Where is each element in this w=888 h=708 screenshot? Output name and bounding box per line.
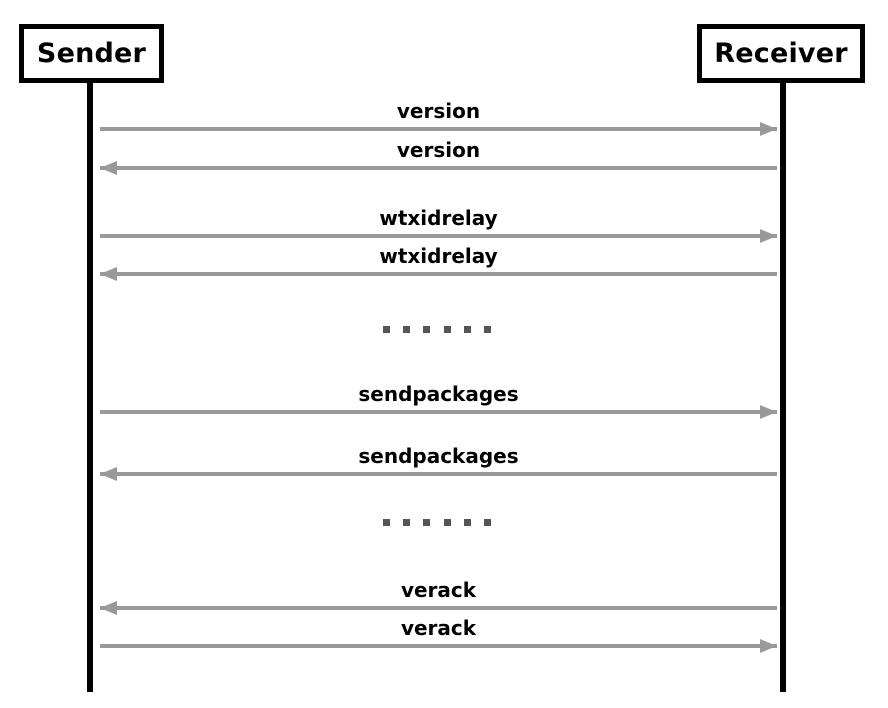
arrowhead-left-icon (100, 267, 117, 281)
arrowhead-left-icon (100, 601, 117, 615)
ellipsis-dot (403, 519, 411, 526)
participant-box-sender[interactable]: Sender (19, 24, 164, 83)
message-label: sendpackages (358, 382, 519, 406)
participant-box-receiver[interactable]: Receiver (697, 24, 865, 83)
message-label: version (396, 99, 481, 123)
ellipsis-dot (463, 326, 471, 333)
ellipsis-dot (463, 519, 471, 526)
ellipsis-dot (443, 326, 451, 333)
participant-label-sender: Sender (36, 38, 147, 69)
message-line (100, 166, 777, 170)
arrowhead-right-icon (760, 405, 777, 419)
ellipsis-dot (383, 326, 390, 333)
message-label: verack (400, 616, 477, 640)
ellipsis-dot (483, 326, 491, 333)
message-line (100, 127, 777, 131)
ellipsis-dot (383, 519, 390, 526)
ellipsis-dot (483, 519, 491, 526)
arrowhead-right-icon (760, 229, 777, 243)
message-line (100, 644, 777, 648)
arrowhead-right-icon (760, 639, 777, 653)
ellipsis-dot (423, 326, 431, 333)
ellipsis-row (383, 519, 491, 526)
message-label: version (396, 138, 481, 162)
message-label: sendpackages (358, 444, 519, 468)
message-line (100, 606, 777, 610)
message-label: wtxidrelay (379, 244, 498, 268)
message-line (100, 234, 777, 238)
ellipsis-dot (423, 519, 431, 526)
arrowhead-left-icon (100, 467, 117, 481)
ellipsis-dot (403, 326, 411, 333)
message-label: wtxidrelay (379, 206, 498, 230)
message-label: verack (400, 578, 477, 602)
lifeline-sender (87, 83, 93, 692)
message-line (100, 410, 777, 414)
arrowhead-left-icon (100, 161, 117, 175)
message-line (100, 272, 777, 276)
message-line (100, 472, 777, 476)
lifeline-receiver (780, 83, 786, 692)
ellipsis-dot (443, 519, 451, 526)
arrowhead-right-icon (760, 122, 777, 136)
ellipsis-row (383, 326, 491, 333)
participant-label-receiver: Receiver (714, 38, 848, 69)
